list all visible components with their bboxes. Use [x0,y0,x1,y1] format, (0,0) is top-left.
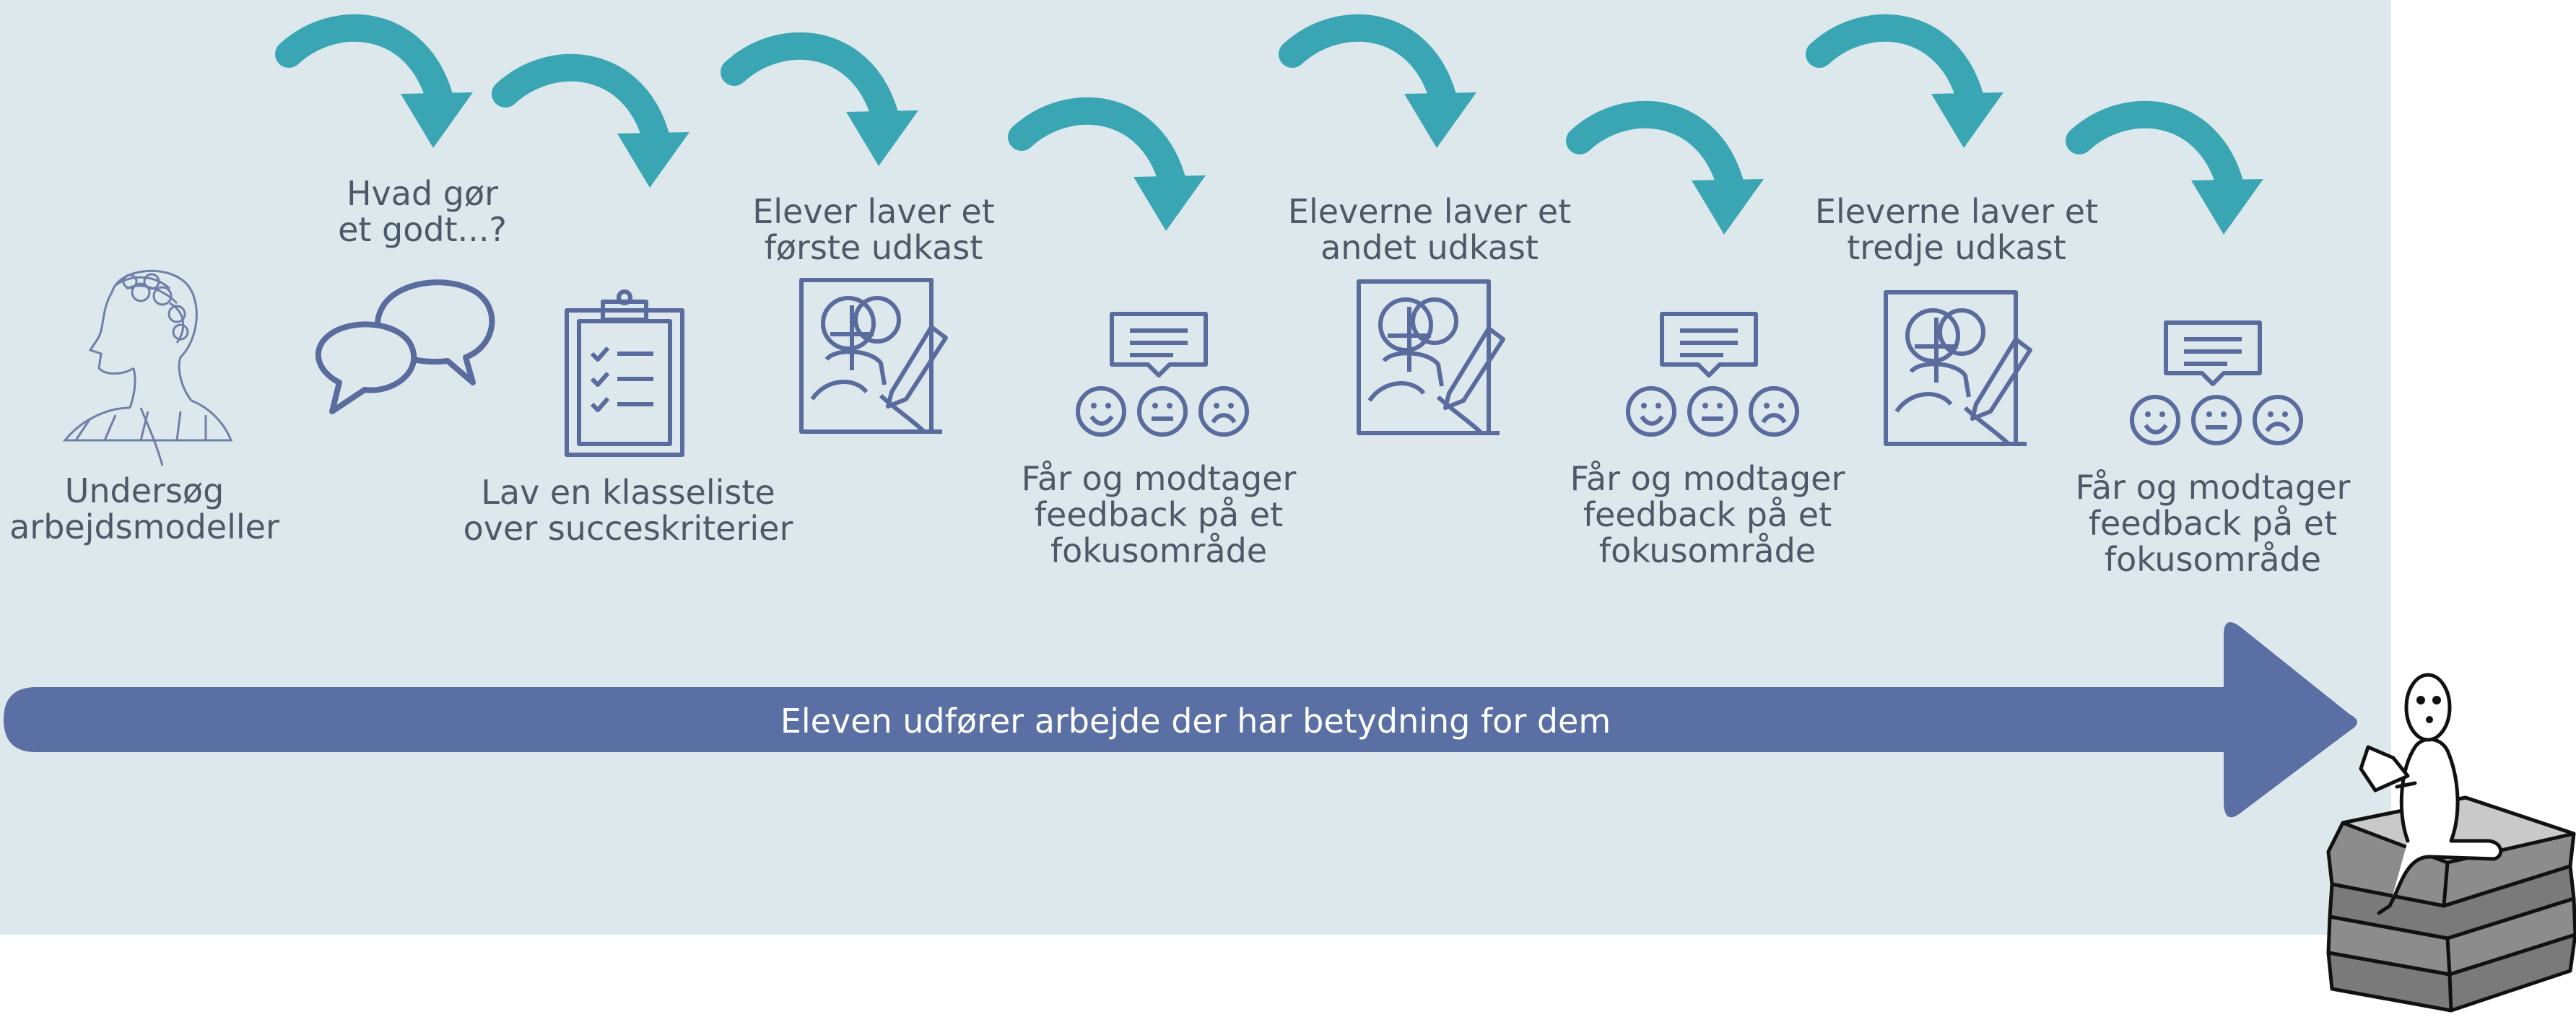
step-label-undersoeg: Undersøg arbejdsmodeller [9,471,279,546]
curved-arrow-icon-1 [275,14,473,148]
step-label-klasseliste: Lav en klasseliste over succeskriterier [463,473,793,548]
classical-bust-icon [62,269,233,466]
curved-arrow-icon-2 [492,53,689,188]
figure-reading-on-books-icon [2326,673,2576,1013]
curved-arrow-icon-3 [721,32,918,166]
step-label-feedback-3: Får og modtager feedback på et fokusområ… [2075,468,2351,579]
timeline-label: Eleven udfører arbejde der har betydning… [780,702,1611,741]
drawing-draft-icon [1357,279,1505,435]
step-label-feedback-2: Får og modtager feedback på et fokusområ… [1570,459,1845,570]
step-label-foerste-udkast: Elever laver et første udkast [752,192,995,267]
step-label-tredje-udkast: Eleverne laver et tredje udkast [1814,192,2099,267]
step-label-hvad-goer: Hvad gør et godt...? [338,174,507,249]
curved-arrow-icon-5 [1279,14,1476,148]
curved-arrow-icon-6 [1566,100,1764,235]
feedback-faces-icon [1076,312,1249,437]
drawing-draft-icon [799,278,948,434]
curved-arrow-icon-8 [2066,100,2263,235]
curved-arrow-icon-4 [1008,97,1206,231]
timeline-arrow [4,622,2357,818]
clipboard-checklist-icon [565,289,684,457]
step-label-andet-udkast: Eleverne laver et andet udkast [1287,192,1572,267]
feedback-faces-icon [1626,312,1799,437]
feedback-faces-icon [2130,320,2303,445]
speech-bubbles-icon [315,279,495,414]
step-label-feedback-1: Får og modtager feedback på et fokusområ… [1021,459,1297,570]
curved-arrow-icon-7 [1806,14,2003,148]
drawing-draft-icon [1884,290,2032,446]
diagram-background [0,0,2391,935]
